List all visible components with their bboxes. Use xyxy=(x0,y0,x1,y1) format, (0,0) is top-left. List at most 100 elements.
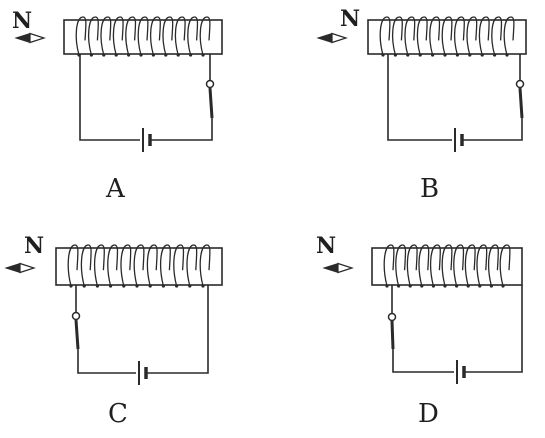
coil-turn xyxy=(107,244,119,287)
coil-turn-dot xyxy=(408,284,412,288)
coil-turn-dot xyxy=(468,53,472,57)
panel-c: N C xyxy=(0,219,272,438)
coil-turn xyxy=(429,244,441,287)
coil-turn xyxy=(173,244,185,287)
coil-turn-dot xyxy=(431,53,435,57)
coil-turn-dot xyxy=(109,284,113,288)
coil-turn-dot xyxy=(431,284,435,288)
north-label: N xyxy=(24,233,45,259)
coil-turn xyxy=(137,16,149,56)
coil-turn-dot xyxy=(493,53,497,57)
coil-turn-dot xyxy=(175,284,179,288)
coil-turn-dot xyxy=(102,53,106,57)
coil-turn xyxy=(383,244,395,287)
circuit-c xyxy=(4,244,223,385)
coil-turn-dot xyxy=(201,284,205,288)
coil-turn-dot xyxy=(466,284,470,288)
coil-turn xyxy=(159,244,171,287)
coil-turn-dot xyxy=(381,53,385,57)
needle-south-half xyxy=(331,32,348,44)
coil-turn-dot xyxy=(188,284,192,288)
iron-core xyxy=(55,247,223,286)
coil-turn-dot xyxy=(89,53,93,57)
coil-turn xyxy=(478,16,490,56)
coil-turn xyxy=(67,244,79,287)
north-label: N xyxy=(12,8,33,34)
coil-turn-dot xyxy=(385,284,389,288)
circuit-wire-return xyxy=(464,285,523,373)
coil-turn-dot xyxy=(489,284,493,288)
coil-turn-dot xyxy=(397,284,401,288)
coil-turn-dot xyxy=(420,284,424,288)
coil-turn xyxy=(499,244,511,287)
coil-turn xyxy=(466,16,478,56)
coil-turn-dot xyxy=(127,53,131,57)
open-switch xyxy=(74,319,80,350)
compass-needle xyxy=(14,32,46,44)
open-switch xyxy=(390,320,395,350)
needle-south-half xyxy=(19,262,36,274)
circuit-b xyxy=(316,16,527,152)
coil-turn-dot xyxy=(393,53,397,57)
coil-turn xyxy=(87,16,99,56)
circuit-d xyxy=(322,244,523,384)
coil-turn xyxy=(491,16,503,56)
coil-turn xyxy=(125,16,137,56)
needle-south-half xyxy=(337,262,354,274)
solenoid xyxy=(371,244,523,288)
coil-turn-dot xyxy=(455,53,459,57)
iron-core xyxy=(371,247,523,286)
switch-contact xyxy=(71,311,81,321)
coil-turn xyxy=(406,244,418,287)
coil-turn xyxy=(187,16,199,56)
coil-turn xyxy=(391,16,403,56)
coil-turn-dot xyxy=(114,53,118,57)
coil-turn xyxy=(149,16,161,56)
circuit-wire xyxy=(392,349,454,373)
option-label-c: C xyxy=(108,399,128,429)
coil-turn-dot xyxy=(189,53,193,57)
option-label-a: A xyxy=(106,174,125,204)
needle-north-half xyxy=(322,262,339,274)
needle-north-half xyxy=(14,32,31,44)
circuit-a xyxy=(14,16,223,152)
needle-south-half xyxy=(29,32,46,44)
panel-b: N B xyxy=(272,0,544,219)
coil-turn xyxy=(199,16,211,56)
needle-north-half xyxy=(316,32,333,44)
coil-turn xyxy=(162,16,174,56)
circuit-wire xyxy=(387,54,452,141)
circuit-wire xyxy=(79,54,140,141)
panel-a: N A xyxy=(0,0,272,219)
coil-turn xyxy=(441,16,453,56)
coil-turn-dot xyxy=(164,53,168,57)
coil-turn-dot xyxy=(480,53,484,57)
coil-turn xyxy=(487,244,499,287)
coil-turn xyxy=(80,244,92,287)
coil-turn xyxy=(453,16,465,56)
option-label-b: B xyxy=(420,174,440,204)
switch-contact xyxy=(205,79,215,89)
open-switch xyxy=(208,87,214,119)
coil-turn xyxy=(441,244,453,287)
circuit-wire-return xyxy=(462,118,523,141)
coil-turn-dot xyxy=(135,284,139,288)
coil-turn xyxy=(174,16,186,56)
coil-turn xyxy=(395,244,407,287)
coil-turn xyxy=(379,16,391,56)
coil-turn xyxy=(120,244,132,287)
coil-turn xyxy=(146,244,158,287)
coil-turn-dot xyxy=(176,53,180,57)
switch-contact xyxy=(387,312,397,322)
circuit-wire-return xyxy=(146,285,209,374)
coil-turn-dot xyxy=(77,53,81,57)
switch-contact xyxy=(515,79,525,89)
needle-north-half xyxy=(4,262,21,274)
coil-turn-dot xyxy=(161,284,165,288)
coil-turn xyxy=(93,244,105,287)
coil-turn xyxy=(100,16,112,56)
option-label-d: D xyxy=(418,399,439,429)
coil-turn-dot xyxy=(505,53,509,57)
solenoid xyxy=(367,16,527,57)
